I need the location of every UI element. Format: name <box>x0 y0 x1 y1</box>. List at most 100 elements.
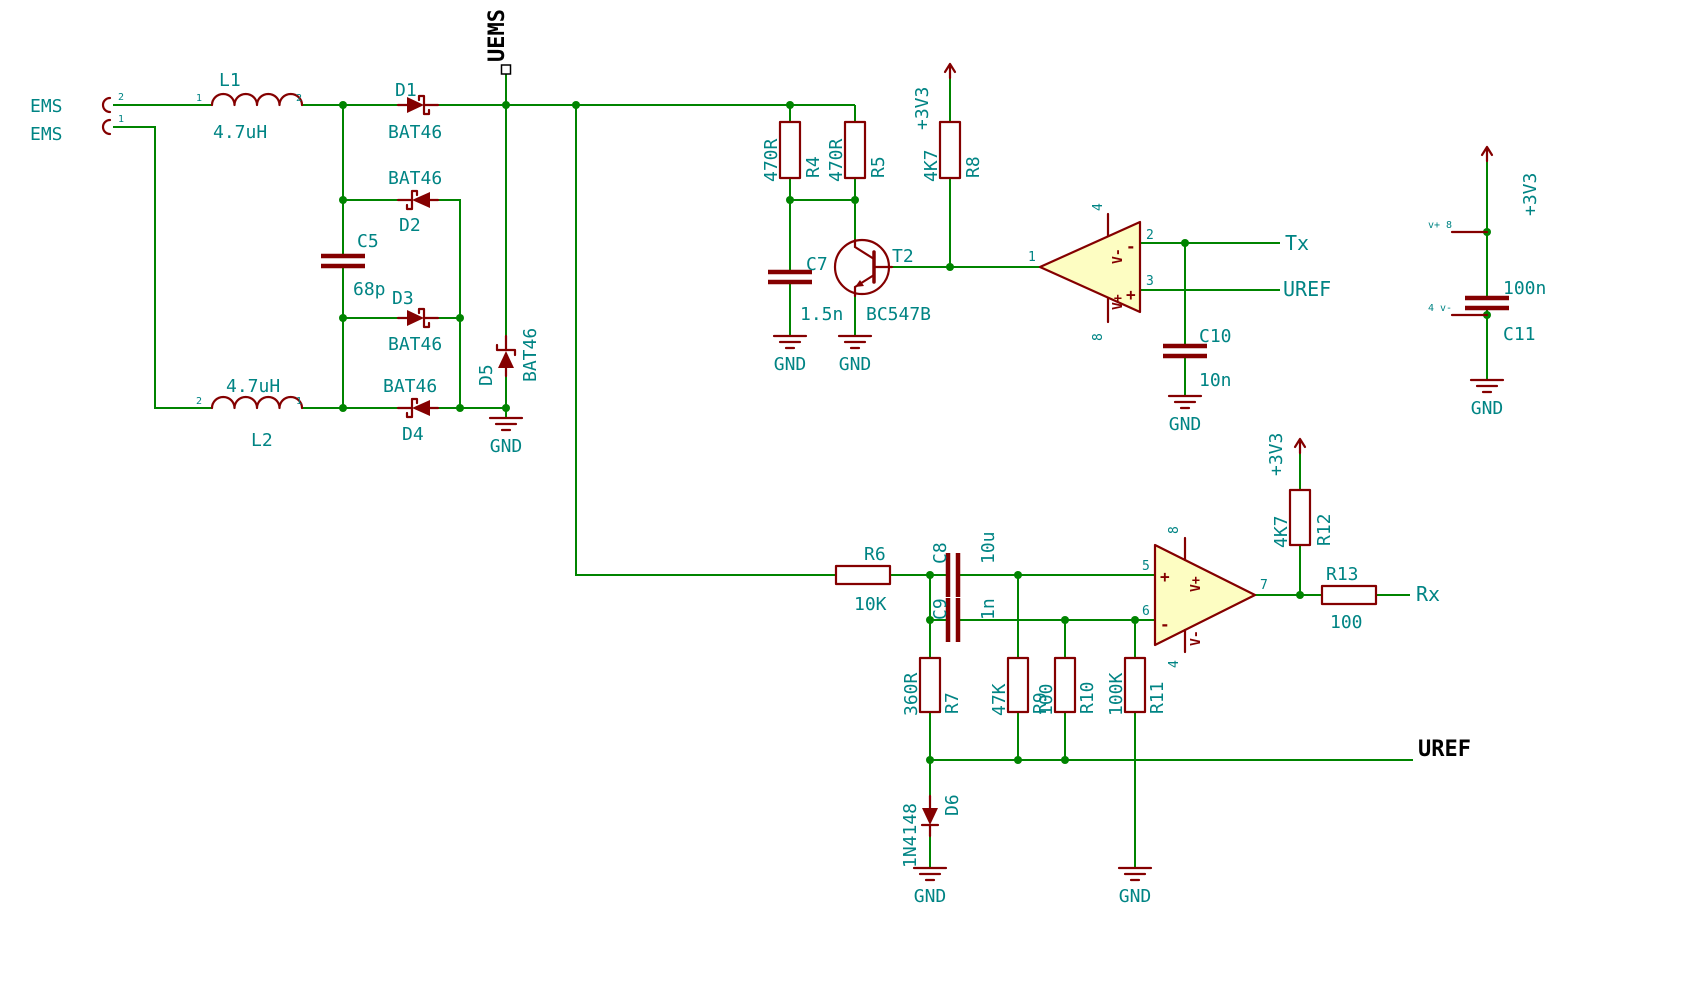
ref-label[interactable]: C11 <box>1503 324 1536 345</box>
net-label-uref[interactable]: UREF <box>1283 277 1331 301</box>
wire-receiver-input[interactable] <box>575 105 1155 658</box>
component-C8[interactable]: C8 10u <box>930 531 999 597</box>
value-label[interactable]: BAT46 <box>388 334 442 355</box>
ref-label[interactable]: C7 <box>806 254 828 275</box>
component-R8[interactable]: 4K7 R8 <box>921 120 984 182</box>
component-C9[interactable]: C9 1n <box>930 598 999 642</box>
connector-label[interactable]: EMS <box>30 96 63 117</box>
connector-label[interactable]: EMS <box>30 124 63 145</box>
component-C11[interactable]: 100n C11 <box>1465 278 1546 345</box>
value-label[interactable]: BAT46 <box>388 168 442 189</box>
ref-label[interactable]: D5 <box>476 364 497 386</box>
component-C5[interactable]: C5 68p <box>321 231 386 300</box>
ref-label[interactable]: R10 <box>1077 681 1098 714</box>
value-label[interactable]: 360R <box>901 672 922 716</box>
value-label[interactable]: 10n <box>1199 370 1232 391</box>
component-R12[interactable]: 4K7 R12 <box>1271 488 1335 548</box>
value-label[interactable]: 10u <box>978 531 999 564</box>
opamp-power-unit[interactable]: v+ 8 4 v- <box>1428 220 1489 317</box>
ref-label[interactable]: C10 <box>1199 326 1232 347</box>
component-R5[interactable]: 470R R5 <box>826 120 889 182</box>
component-R11[interactable]: 100K R11 <box>1106 656 1168 716</box>
gnd-symbol[interactable]: GND <box>1117 866 1153 907</box>
value-label[interactable]: 100 <box>1330 612 1363 633</box>
ref-label[interactable]: R9 <box>1030 692 1051 714</box>
gnd-symbol[interactable]: GND <box>912 866 948 907</box>
ref-label[interactable]: R5 <box>868 156 889 178</box>
net-label[interactable]: UEMS <box>485 9 510 62</box>
component-D3[interactable]: D3 BAT46 <box>388 288 442 355</box>
component-L1[interactable]: L1 4.7uH 1 2 <box>196 70 304 143</box>
wire-comparator-outputs[interactable] <box>1140 242 1280 396</box>
component-R6[interactable]: R6 10K <box>834 544 892 615</box>
component-connector-ems[interactable]: EMS EMS 2 1 <box>30 92 124 145</box>
ref-label[interactable]: R7 <box>942 692 963 714</box>
component-D1[interactable]: D1 BAT46 <box>388 80 442 143</box>
ref-label[interactable]: L2 <box>251 430 273 451</box>
ref-label[interactable]: T2 <box>892 246 914 267</box>
value-label[interactable]: 470R <box>761 138 782 182</box>
value-label[interactable]: 4K7 <box>1271 515 1292 548</box>
component-L2[interactable]: 4.7uH L2 2 1 <box>196 376 304 451</box>
value-label[interactable]: BAT46 <box>388 122 442 143</box>
wire-clamp-network[interactable] <box>342 74 507 418</box>
component-C7[interactable]: C7 1.5n <box>768 254 843 325</box>
ref-label[interactable]: R6 <box>864 544 886 565</box>
component-R7[interactable]: 360R R7 <box>901 656 963 716</box>
value-label[interactable]: 4.7uH <box>226 376 280 397</box>
ref-label[interactable]: D1 <box>395 80 417 101</box>
value-label[interactable]: BAT46 <box>520 328 541 382</box>
component-D2[interactable]: BAT46 D2 <box>388 168 442 236</box>
ref-label[interactable]: D6 <box>942 794 963 816</box>
value-label[interactable]: BC547B <box>866 304 931 325</box>
power-symbol-3v3[interactable]: +3V3 <box>912 62 957 130</box>
component-C10[interactable]: C10 10n <box>1163 326 1232 391</box>
value-label[interactable]: 4.7uH <box>213 122 267 143</box>
gnd-symbol[interactable]: GND <box>488 416 524 457</box>
net-label-uems[interactable]: UEMS <box>485 9 512 75</box>
ref-label[interactable]: R13 <box>1326 564 1359 585</box>
net-label-uref-bottom[interactable]: UREF <box>1418 737 1471 762</box>
component-R9[interactable]: 47K R9 <box>989 656 1051 716</box>
ref-label[interactable]: R4 <box>803 156 824 178</box>
ref-label[interactable]: R8 <box>963 156 984 178</box>
ref-label[interactable]: D2 <box>399 215 421 236</box>
gnd-symbol[interactable]: GND <box>1167 394 1203 435</box>
value-label[interactable]: 47K <box>989 683 1010 716</box>
power-symbol-3v3[interactable]: +3V3 <box>1480 145 1541 216</box>
value-label[interactable]: 100K <box>1106 672 1127 716</box>
value-label[interactable]: 100 <box>1036 683 1057 716</box>
value-label[interactable]: 1.5n <box>800 304 843 325</box>
gnd-symbol[interactable]: GND <box>1469 378 1505 419</box>
gnd-symbol[interactable]: GND <box>772 334 808 375</box>
ref-label[interactable]: D4 <box>402 424 424 445</box>
component-D4[interactable]: BAT46 D4 <box>383 376 440 445</box>
component-R10[interactable]: 100 R10 <box>1036 656 1098 716</box>
component-opamp1[interactable]: 1 2 3 4 8 - + V- V+ <box>1028 203 1154 341</box>
component-R4[interactable]: 470R R4 <box>761 120 824 182</box>
wire-driver-stage[interactable] <box>789 78 1040 336</box>
component-R13[interactable]: R13 100 <box>1320 564 1378 633</box>
value-label[interactable]: 4K7 <box>921 149 942 182</box>
ref-label[interactable]: R11 <box>1147 681 1168 714</box>
net-label-rx[interactable]: Rx <box>1416 582 1440 606</box>
power-symbol-3v3[interactable]: +3V3 <box>1266 433 1307 476</box>
ref-label[interactable]: C5 <box>357 231 379 252</box>
ref-label[interactable]: L1 <box>219 70 241 91</box>
component-T2[interactable]: T2 BC547B <box>833 238 931 325</box>
wire-receiver-output[interactable] <box>1255 453 1410 596</box>
component-D6[interactable]: D6 1N4148 <box>900 794 963 868</box>
component-D5[interactable]: D5 BAT46 <box>476 328 541 386</box>
ref-label[interactable]: R12 <box>1314 513 1335 546</box>
value-label[interactable]: 1n <box>978 598 999 620</box>
value-label[interactable]: 1N4148 <box>900 803 921 868</box>
net-label-tx[interactable]: Tx <box>1285 231 1309 255</box>
wire-bias-rail[interactable] <box>929 712 1413 868</box>
value-label[interactable]: 10K <box>854 594 887 615</box>
value-label[interactable]: 470R <box>826 138 847 182</box>
value-label[interactable]: BAT46 <box>383 376 437 397</box>
wire-top-rail[interactable] <box>113 104 855 409</box>
ref-label[interactable]: D3 <box>392 288 414 309</box>
value-label[interactable]: 100n <box>1503 278 1546 299</box>
ref-label[interactable]: C9 <box>930 598 951 620</box>
